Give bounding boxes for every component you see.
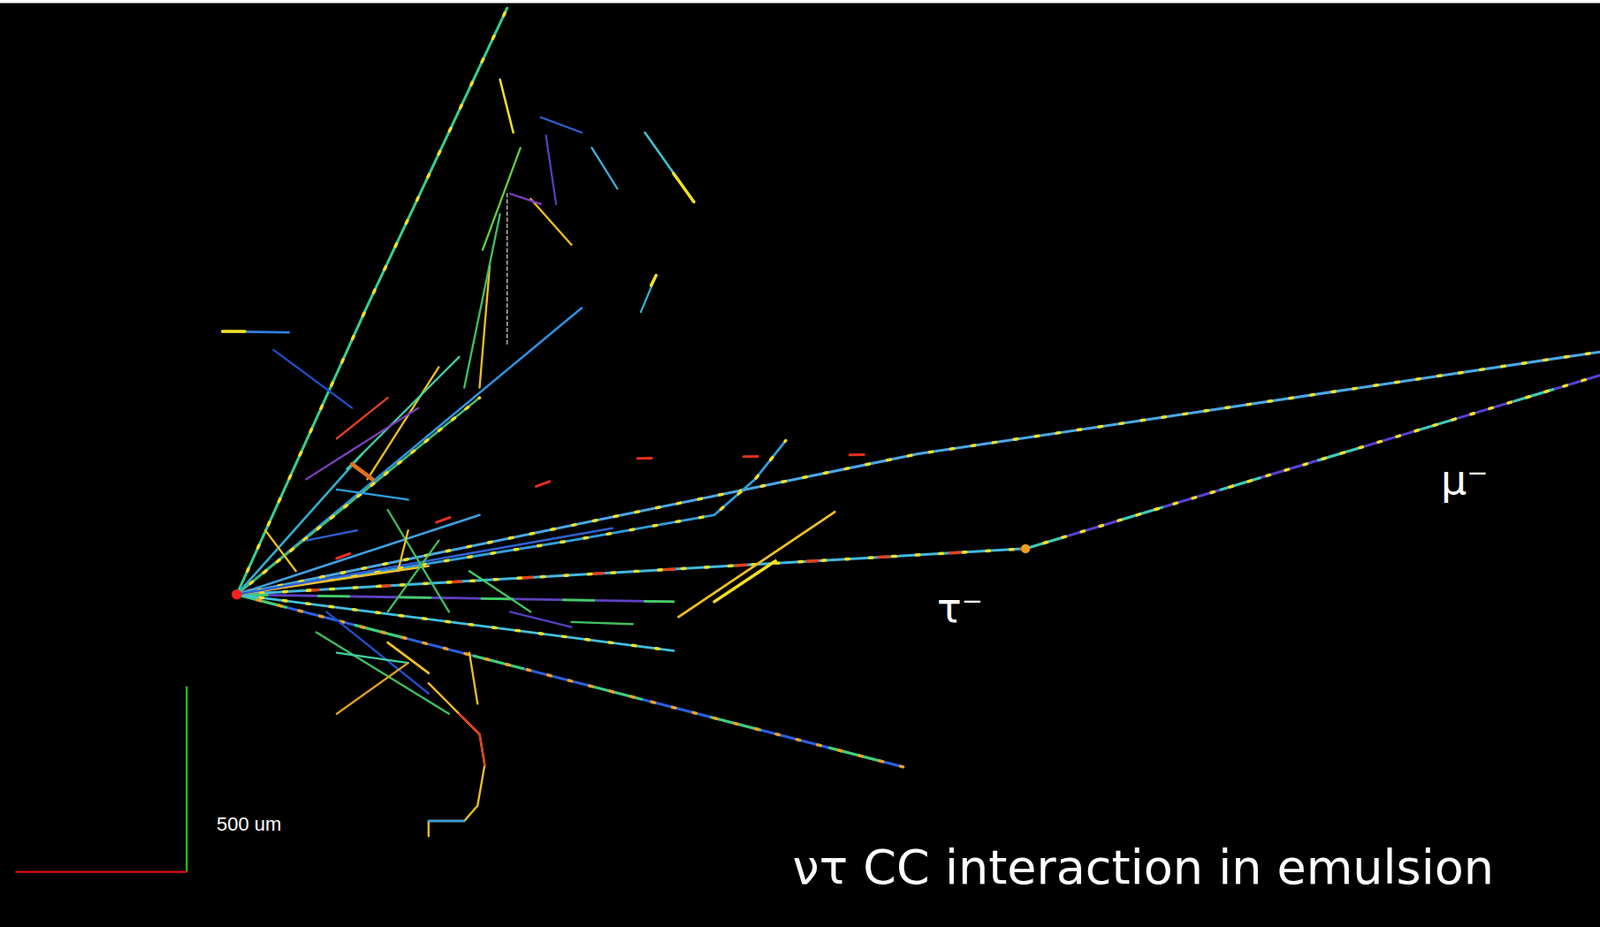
- frame-line: [0, 0, 1600, 3]
- caption: ντ CC interaction in emulsion: [792, 844, 1494, 892]
- scale-label: 500 um: [216, 815, 282, 835]
- scale-bar-horizontal: [15, 871, 187, 874]
- particle-tracks: [222, 7, 1600, 837]
- scale-bar-vertical: [185, 686, 188, 873]
- decay-kink: [1020, 544, 1030, 554]
- particle-label: τ⁻: [937, 587, 983, 629]
- primary-vertex: [231, 589, 243, 601]
- particle-label: μ⁻: [1440, 459, 1489, 501]
